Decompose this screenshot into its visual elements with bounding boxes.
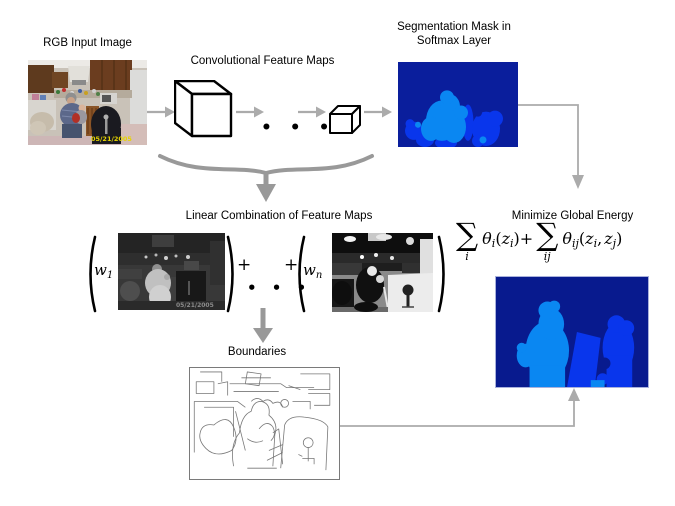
unary-term: θi(zi)	[482, 229, 520, 250]
down-arrow-to-boundaries	[253, 308, 273, 343]
photo-timestamp: 05/21/2005	[91, 135, 132, 143]
energy-plus: +	[519, 229, 534, 248]
softmax-to-energy-connector	[518, 104, 584, 189]
big-rparen-2	[437, 235, 445, 313]
softmax-label-line2: Softmax Layer	[416, 35, 492, 47]
boundaries-label: Boundaries	[227, 346, 287, 358]
big-rparen-1	[226, 235, 234, 313]
weight-w1-label: w1	[94, 261, 114, 281]
energy-label: Minimize Global Energy	[511, 210, 634, 222]
softmax-label-line1: Segmentation Mask in	[397, 21, 511, 33]
plus-sign-1: +	[237, 255, 252, 275]
sum-over-i: ∑ i	[456, 217, 479, 264]
w1-timestamp: 05/21/2005	[176, 302, 214, 309]
rgb-input-image: 05/21/2005	[28, 60, 147, 145]
flow-arrow-1	[147, 106, 175, 118]
big-lparen-1	[89, 235, 97, 313]
sum-over-ij: ∑ ij	[536, 217, 559, 264]
flow-arrow-3	[298, 106, 326, 118]
pairwise-term: θij(zi,zj)	[562, 229, 623, 250]
feature-map-w1-image: 05/21/2005	[118, 233, 225, 310]
softmax-mask-image	[398, 62, 518, 147]
feature-map-wn-image	[332, 233, 433, 312]
flow-arrow-4	[364, 106, 392, 118]
conv-maps-label: Convolutional Feature Maps	[190, 55, 335, 67]
refined-mask-image	[495, 276, 649, 388]
weight-wn-label: wn	[303, 261, 323, 281]
rgb-input-label: RGB Input Image	[43, 37, 132, 49]
boundaries-to-energy-connector	[340, 388, 580, 427]
big-lparen-2	[298, 235, 306, 313]
conv-cube-small	[329, 105, 361, 134]
conv-dots: • • •	[261, 118, 336, 138]
linear-dots: • • •	[247, 279, 312, 297]
flow-arrow-2	[236, 106, 264, 118]
plus-sign-2: +	[284, 255, 299, 275]
linear-comb-label: Linear Combination of Feature Maps	[185, 210, 373, 222]
boundaries-image	[189, 367, 340, 480]
conv-cube-large	[174, 80, 233, 138]
energy-formula: ∑ i θi(zi) + ∑ ij θij(zi,zj)	[456, 217, 675, 264]
merge-brace-arrow	[158, 154, 374, 202]
